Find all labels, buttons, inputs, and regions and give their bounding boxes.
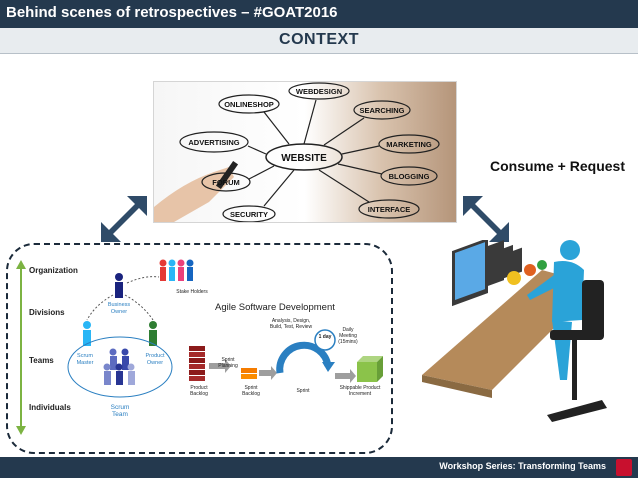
- analysis-label: Analysis, Design, Build, Test, Review: [269, 318, 313, 330]
- word-blogging: BLOGGING: [389, 172, 430, 181]
- scrum-process-diagram: [189, 329, 383, 383]
- product-owner-figure: [149, 321, 157, 346]
- scrum-team-label: Scrum Team: [110, 404, 130, 418]
- planning-arrow: [209, 359, 231, 373]
- sprint-cycle-head: [322, 362, 335, 372]
- backlog-to-sprint-arrow: [259, 366, 277, 380]
- hand-shape: [154, 167, 234, 222]
- one-day-label: 1 day: [318, 334, 332, 340]
- bo-to-stakeholders-link: [126, 276, 160, 284]
- context-bar: CONTEXT: [0, 28, 638, 54]
- desk-edge: [422, 375, 492, 398]
- scrum-team-ellipse: [67, 336, 173, 398]
- level-teams: Teams: [29, 356, 54, 365]
- scrum-master-figure: [83, 321, 91, 346]
- right-double-arrow-icon: [463, 196, 509, 242]
- person-leg-blue: [552, 320, 572, 380]
- chair-post: [572, 340, 577, 400]
- bo-to-sm-link: [86, 294, 114, 321]
- person-head-green: [537, 260, 547, 270]
- sprint-cycle-arc: [276, 341, 332, 374]
- sprint-planning-label: Sprint Planning: [218, 357, 238, 369]
- onlineshop-ellipse: [218, 94, 280, 114]
- level-organization: Organization: [29, 266, 78, 275]
- webdesign-ellipse: [288, 82, 350, 100]
- stake-holders-label: Stake Holders: [176, 289, 208, 295]
- level-divisions: Divisions: [29, 308, 65, 317]
- website-mindmap-photo: WEBSITE ONLINESHOP WEBDESIGN SEARCHING A…: [153, 81, 457, 223]
- scrum-master-label: Scrum Master: [76, 353, 94, 366]
- to-increment-arrow: [335, 369, 356, 383]
- chair-seat: [550, 330, 600, 340]
- sprint-backlog-label: Sprint Backlog: [242, 385, 260, 397]
- chair-back: [582, 280, 604, 340]
- mindmap-drawing: WEBSITE ONLINESHOP WEBDESIGN SEARCHING A…: [154, 82, 440, 222]
- business-owner-figure: [115, 273, 123, 298]
- security-ellipse: [222, 205, 276, 222]
- person-head-yellow: [507, 271, 521, 285]
- word-searching: SEARCHING: [359, 106, 404, 115]
- searching-ellipse: [353, 100, 411, 120]
- slide-title: Behind scenes of retrospectives – #GOAT2…: [6, 4, 338, 21]
- context-heading: CONTEXT: [279, 31, 359, 48]
- person-head-orange: [524, 264, 536, 276]
- word-advertising: ADVERTISING: [188, 138, 239, 147]
- forum-ellipse: [201, 172, 251, 192]
- interface-ellipse: [358, 199, 420, 219]
- mindmap-arrows: [247, 99, 383, 207]
- marketing-ellipse: [378, 134, 440, 154]
- monitor-screens: [455, 242, 485, 300]
- sprint-label: Sprint: [296, 388, 310, 394]
- mindmap-center-label: WEBSITE: [281, 153, 327, 164]
- brand-logo-icon: [616, 459, 632, 476]
- product-owner-label: Product Owner: [145, 353, 165, 366]
- daily-meeting-label: Daily Meeting (15mins): [338, 327, 358, 345]
- person-arm-blue: [527, 275, 560, 300]
- word-onlineshop: ONLINESHOP: [224, 100, 274, 109]
- daily-cycle-circle: [314, 329, 336, 351]
- level-axis-arrow: [16, 260, 26, 435]
- word-webdesign: WEBDESIGN: [296, 87, 342, 96]
- scrum-team-figures: [103, 348, 135, 385]
- word-marketing: MARKETING: [386, 140, 432, 149]
- footer-text: Workshop Series: Transforming Teams: [439, 461, 606, 471]
- business-owner-label: Business Owner: [107, 302, 131, 315]
- agile-title: Agile Software Development: [215, 302, 335, 313]
- word-forum: FORUM: [212, 178, 240, 187]
- marker-pen: [215, 160, 239, 190]
- person-head-blue: [560, 240, 580, 260]
- level-individuals: Individuals: [29, 403, 71, 412]
- sprint-backlog-stack: [241, 368, 257, 379]
- shippable-increment-label: Shippable Product Increment: [339, 385, 381, 397]
- org-structure-figures: [67, 259, 194, 398]
- consume-request-label: Consume + Request: [490, 158, 625, 174]
- footer-bar: Workshop Series: Transforming Teams: [0, 457, 638, 478]
- shippable-increment-box: [357, 356, 383, 382]
- title-bar: Behind scenes of retrospectives – #GOAT2…: [0, 0, 638, 28]
- stake-holders-figures: [159, 259, 194, 281]
- left-double-arrow-icon: [101, 196, 147, 242]
- developers-illustration: [422, 240, 607, 422]
- product-backlog-label: Product Backlog: [190, 385, 208, 397]
- chair-base: [547, 400, 607, 422]
- word-interface: INTERFACE: [368, 205, 411, 214]
- weeks-label: 1-2 weeks: [295, 352, 311, 364]
- product-backlog-stack: [189, 346, 205, 381]
- person-body-blue: [552, 261, 584, 322]
- advertising-ellipse: [179, 131, 249, 153]
- word-security: SECURITY: [230, 210, 268, 219]
- blogging-ellipse: [380, 166, 438, 186]
